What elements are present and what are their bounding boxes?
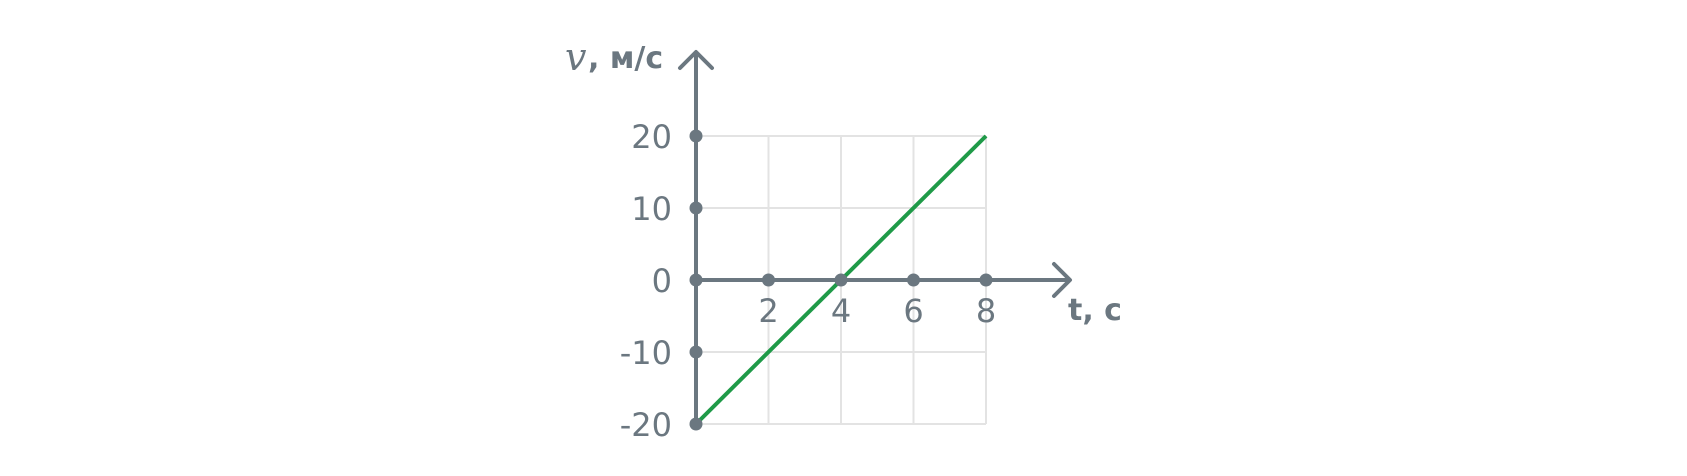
x-axis-arrow-icon — [1052, 262, 1072, 298]
y-tick-point — [689, 417, 703, 431]
y-tick-point — [689, 273, 703, 287]
y-tick-point — [689, 129, 703, 143]
y-tick-label: 20 — [631, 118, 672, 156]
x-tick-point — [979, 273, 993, 287]
y-tick-label: 0 — [652, 262, 672, 300]
x-tick-label: 8 — [976, 292, 996, 330]
y-tick-point — [689, 345, 703, 359]
y-axis-label-unit: , м/с — [588, 41, 663, 76]
x-axis-label: t, с — [1068, 293, 1122, 328]
x-tick-point — [762, 273, 775, 287]
axes — [678, 50, 1072, 424]
x-tick-label: 4 — [831, 292, 851, 330]
tick-labels: -20 -10 0 10 20 2 4 6 8 — [620, 118, 996, 444]
y-axis-arrow-icon — [678, 50, 714, 70]
x-tick-point — [834, 273, 848, 287]
tick-points — [689, 129, 993, 431]
x-tick-label: 6 — [903, 292, 923, 330]
y-axis-label-symbol: v — [565, 35, 587, 79]
y-tick-label: 10 — [631, 190, 672, 228]
y-tick-point — [689, 201, 703, 215]
y-tick-label: -20 — [620, 406, 672, 444]
x-tick-point — [907, 273, 920, 287]
x-tick-label: 2 — [758, 292, 778, 330]
y-tick-label: -10 — [620, 334, 672, 372]
